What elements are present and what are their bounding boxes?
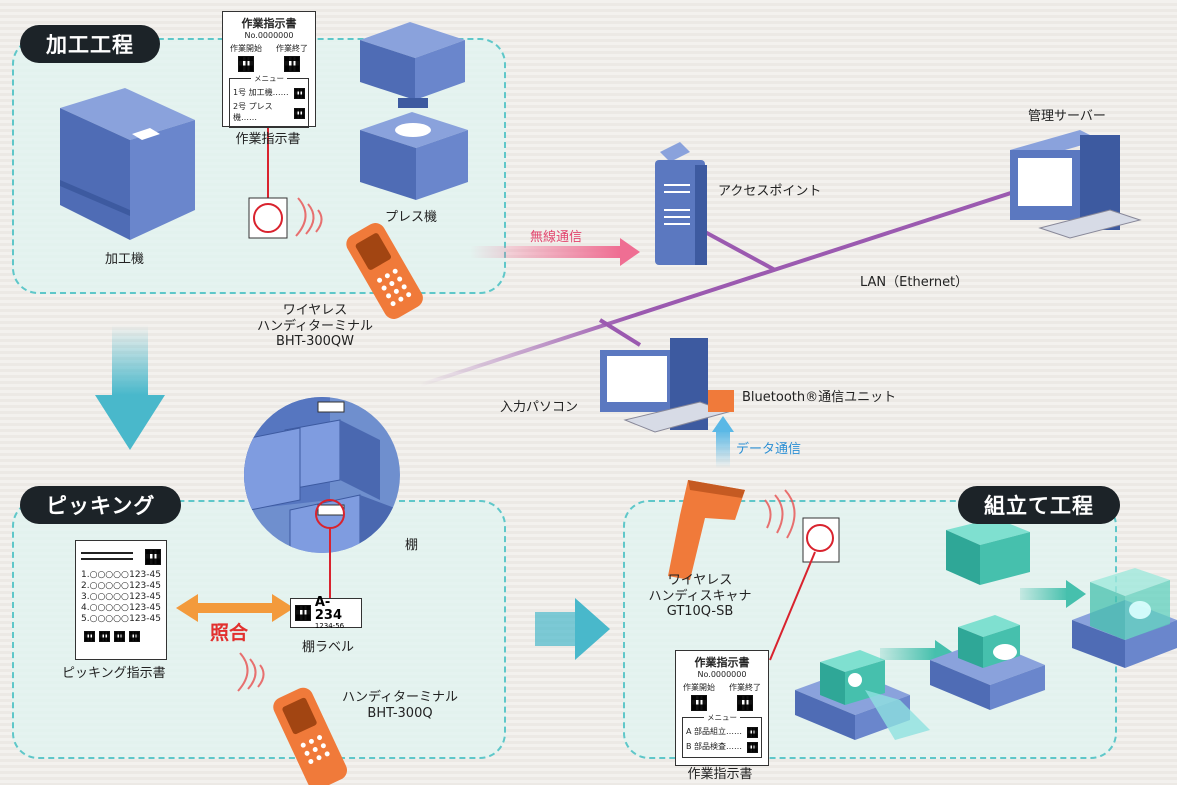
label-work-instruction: 作業指示書 bbox=[235, 132, 301, 147]
work-instruction-doc-processing: 作業指示書 No.0000000 作業開始 作業終了 メニュー 1号 加工機……… bbox=[222, 11, 316, 128]
management-server-icon bbox=[1010, 130, 1142, 239]
lan-line bbox=[419, 188, 1021, 387]
work-instruction-doc-assembly: 作業指示書 No.0000000 作業開始 作業終了 メニュー A 部品組立……… bbox=[675, 650, 769, 766]
label-work-instruction-bottom: 作業指示書 bbox=[687, 767, 753, 782]
qr-code-icon bbox=[747, 742, 758, 753]
qr-code-icon bbox=[238, 56, 254, 72]
qr-code-icon bbox=[295, 605, 311, 621]
input-pc-icon bbox=[600, 338, 730, 433]
qr-code-icon bbox=[129, 631, 140, 642]
label-lan: LAN（Ethernet） bbox=[860, 275, 969, 290]
label-bluetooth-unit: Bluetooth®通信ユニット bbox=[742, 390, 897, 405]
label-access-point: アクセスポイント bbox=[718, 184, 822, 199]
qr-code-icon bbox=[84, 631, 95, 642]
qr-code-icon bbox=[737, 695, 753, 711]
processing-machine-icon bbox=[60, 88, 195, 240]
scan-waves-qw bbox=[295, 197, 323, 237]
label-shelf-label: 棚ラベル bbox=[302, 640, 355, 655]
qr-code-icon bbox=[294, 107, 305, 119]
picking-instruction-doc: 1.○○○○○123-45 2.○○○○○123-45 3.○○○○○123-4… bbox=[75, 540, 167, 660]
qr-code-icon bbox=[294, 88, 305, 99]
section-assembly: 組立て工程 bbox=[958, 486, 1120, 524]
collation-arrow bbox=[176, 594, 294, 622]
section-picking: ピッキング bbox=[20, 486, 182, 524]
access-point-icon bbox=[655, 142, 707, 265]
qr-code-icon bbox=[691, 695, 707, 711]
label-input-pc: 入力パソコン bbox=[500, 400, 579, 415]
label-collation: 照合 bbox=[210, 622, 249, 644]
lan-branch-pc bbox=[598, 318, 642, 347]
qr-code-icon bbox=[145, 549, 161, 565]
press-machine-icon bbox=[360, 22, 468, 200]
label-shelf: 棚 bbox=[405, 538, 419, 553]
label-wireless-comm: 無線通信 bbox=[530, 230, 583, 245]
label-picking-instruction: ピッキング指示書 bbox=[62, 666, 166, 681]
terminal-bht300q-icon bbox=[273, 687, 348, 785]
assembly-parts bbox=[795, 518, 1177, 740]
qr-code-icon bbox=[284, 56, 300, 72]
lan-branch-ap bbox=[704, 230, 776, 272]
label-management-server: 管理サーバー bbox=[1028, 109, 1106, 124]
scanner-gt10q-icon bbox=[668, 480, 745, 580]
qr-code-icon bbox=[114, 631, 125, 642]
section-processing: 加工工程 bbox=[20, 25, 160, 63]
flow-down-arrow bbox=[95, 395, 165, 450]
label-data-comm: データ通信 bbox=[736, 442, 802, 457]
qr-code-icon bbox=[747, 727, 758, 738]
qr-code-icon bbox=[99, 631, 110, 642]
flow-right-arrow bbox=[575, 598, 610, 660]
label-processing-machine: 加工機 bbox=[105, 252, 145, 267]
label-press-machine: プレス機 bbox=[385, 210, 438, 225]
shelf-circle bbox=[244, 397, 400, 553]
terminal-bht300qw-icon bbox=[346, 223, 423, 319]
bluetooth-unit-icon bbox=[708, 390, 734, 412]
